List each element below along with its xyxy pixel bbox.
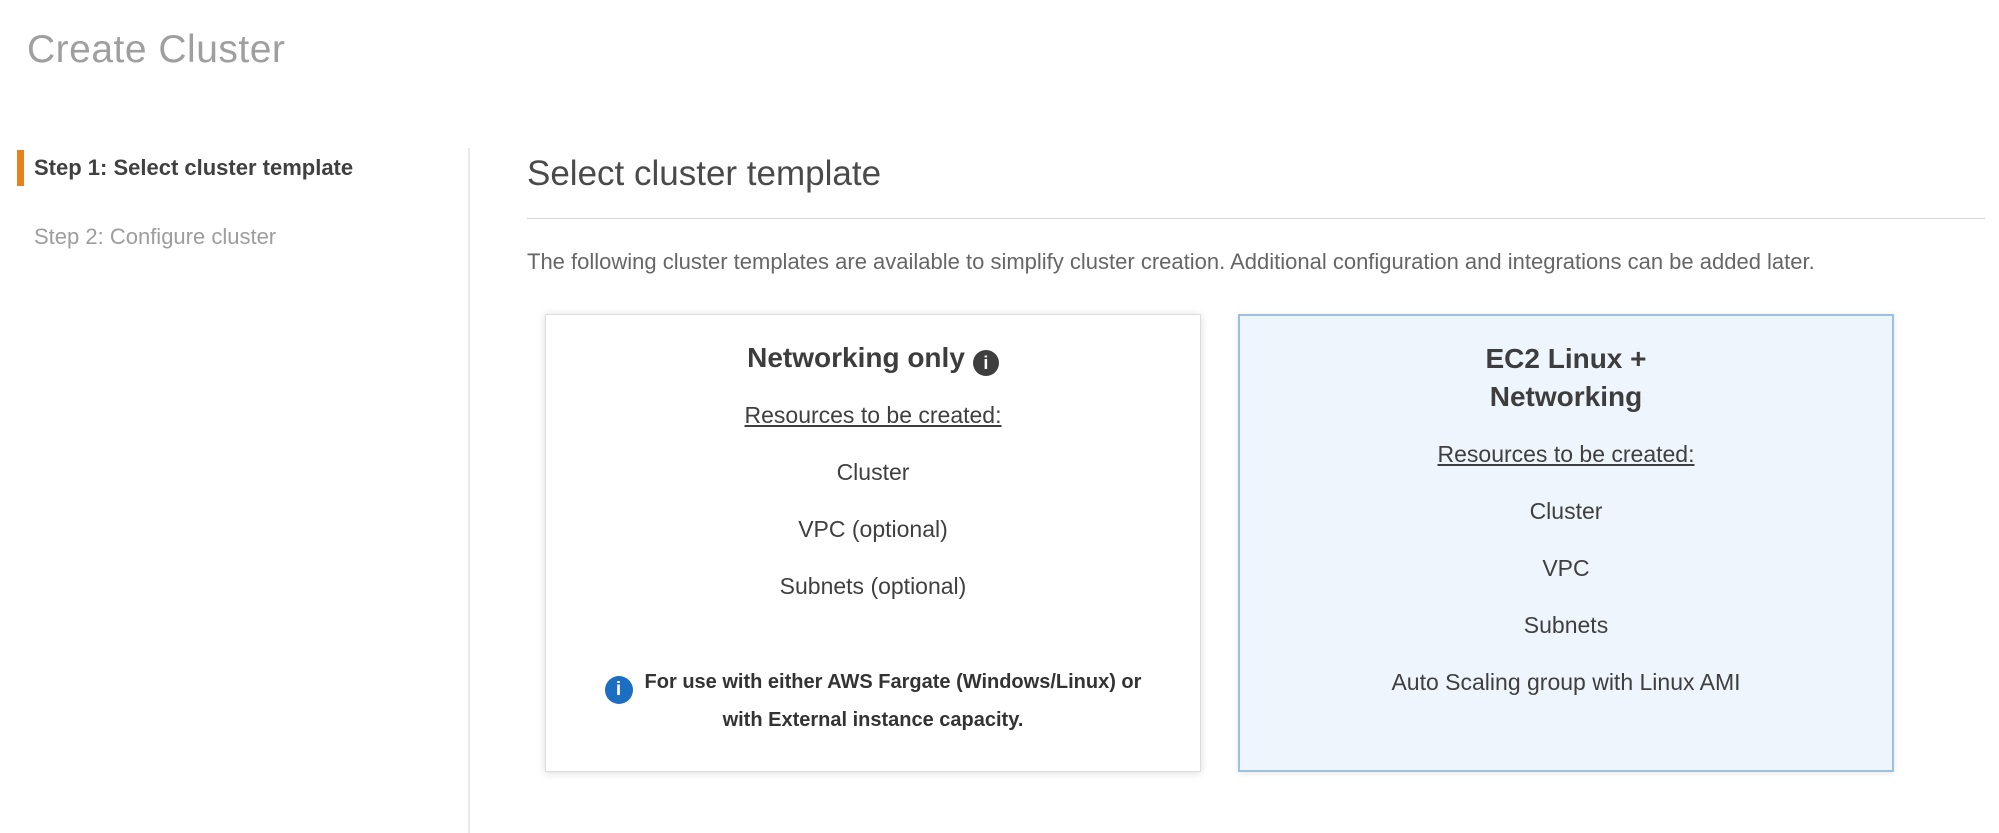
- resource-item: Subnets: [1523, 612, 1609, 638]
- page-title: Create Cluster: [27, 28, 286, 71]
- info-icon-glyph: i: [983, 353, 989, 373]
- resource-item: Cluster: [836, 459, 910, 485]
- card-title-line: EC2 Linux +: [1485, 343, 1647, 374]
- card-title: Networking only i: [576, 339, 1170, 377]
- info-icon-blue: i: [604, 675, 633, 704]
- resources-heading: Resources to be created:: [744, 402, 1002, 428]
- info-icon-glyph: i: [615, 679, 622, 700]
- resource-item: VPC (optional): [798, 516, 948, 542]
- template-cards: Networking only i Resources to be created…: [545, 314, 1987, 772]
- info-icon[interactable]: i: [972, 350, 999, 376]
- card-title-line: Networking: [1489, 381, 1643, 412]
- steps-nav: Step 1: Select cluster template Step 2: …: [0, 150, 468, 250]
- section-description: The following cluster templates are avai…: [527, 249, 1815, 274]
- section-heading: Select cluster template: [527, 154, 882, 193]
- card-note-text: For use with either AWS Fargate (Windows…: [644, 671, 1142, 731]
- resource-item: Cluster: [1529, 498, 1603, 524]
- resource-item: VPC: [1542, 555, 1590, 581]
- main-content: Select cluster template The following cl…: [527, 150, 1987, 772]
- card-ec2-linux-networking[interactable]: EC2 Linux + Networking Resources to be c…: [1238, 314, 1894, 772]
- card-title: EC2 Linux + Networking: [1270, 340, 1862, 416]
- card-networking-only[interactable]: Networking only i Resources to be created…: [545, 314, 1201, 772]
- step-1-select-cluster-template[interactable]: Step 1: Select cluster template: [17, 150, 468, 186]
- resource-item: Auto Scaling group with Linux AMI: [1391, 669, 1741, 695]
- resources-heading: Resources to be created:: [1437, 441, 1695, 467]
- card-title-text: Networking only: [747, 342, 965, 373]
- step-2-configure-cluster[interactable]: Step 2: Configure cluster: [34, 224, 277, 249]
- resource-item: Subnets (optional): [779, 573, 967, 599]
- card-note: i For use with either AWS Fargate (Window…: [583, 666, 1163, 737]
- vertical-divider: [468, 148, 470, 833]
- heading-divider: [527, 218, 1985, 219]
